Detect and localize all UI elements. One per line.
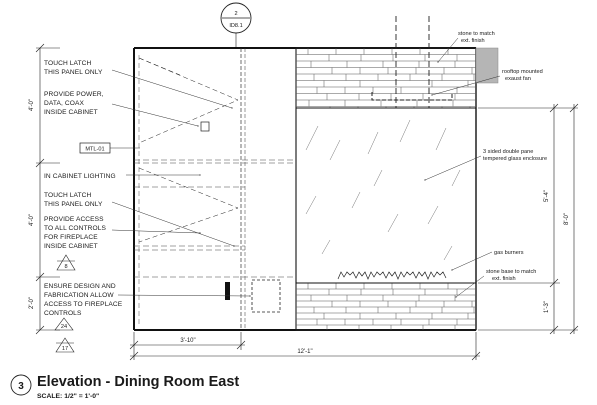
ref-tag-17-shape: [55, 337, 75, 353]
note-ensure-design-l1: ENSURE DESIGN AND: [44, 283, 116, 290]
drawing-title: Elevation - Dining Room East: [37, 374, 239, 390]
ref-tag-24-shape: [54, 317, 74, 331]
dim-right-overall: 8'-0": [564, 213, 570, 225]
note-ensure-design-l4: CONTROLS: [44, 310, 82, 317]
ref-tag-8-shape: [56, 254, 76, 271]
note-ensure-design-l2: FABRICATION ALLOW: [44, 292, 114, 299]
ref-tag-17: 17: [62, 346, 68, 352]
note-provide-power-l2: DATA, COAX: [44, 100, 84, 107]
note-touch-latch-1-l1: TOUCH LATCH: [44, 60, 92, 67]
drawing-number: 3: [18, 381, 24, 392]
ref-tag-24: 24: [61, 324, 67, 330]
right-leaders: [424, 37, 501, 298]
note-provide-power-l3: INSIDE CABINET: [44, 109, 98, 116]
note-provide-access-l2: TO ALL CONTROLS: [44, 225, 106, 232]
stone-cladding-top: [295, 47, 477, 109]
drawing-number-bubble: [10, 374, 32, 396]
section-ref-sheet: ID8.1: [229, 23, 242, 29]
note-rooftop-fan-l1: rooftop mounted: [502, 69, 543, 75]
dim-left-lower: 2'-0": [29, 297, 35, 309]
drawing-scale: SCALE: 1/2" = 1'-0": [37, 393, 99, 400]
gas-burners-flames: [337, 271, 447, 280]
note-stone-base-l2: ext. finish: [492, 276, 516, 282]
note-in-cabinet-lighting: IN CABINET LIGHTING: [44, 173, 116, 180]
note-stone-match-l2: ext. finish: [461, 38, 485, 44]
cabinet-wall: [133, 47, 477, 331]
bottom-dimensions: [129, 332, 481, 361]
note-stone-base-l1: stone base to match: [486, 269, 536, 275]
right-notes: stone to match ext. finish rooftop mount…: [458, 31, 547, 282]
note-gas-burners: gas burners: [494, 250, 524, 256]
stone-base: [295, 282, 477, 331]
left-notes: TOUCH LATCH THIS PANEL ONLY PROVIDE POWE…: [44, 60, 123, 353]
mtl-tag: MTL-01: [85, 147, 104, 153]
note-provide-access-l4: INSIDE CABINET: [44, 243, 98, 250]
dim-right-glass: 5'-4": [544, 190, 550, 202]
drawing-title-block: 3 Elevation - Dining Room East SCALE: 1/…: [10, 374, 239, 400]
left-leaders: [110, 69, 251, 297]
exhaust-fan-block: [475, 47, 499, 84]
note-stone-match-l1: stone to match: [458, 31, 495, 37]
dim-bottom-cabinet: 3'-10": [180, 338, 195, 344]
dim-bottom-overall: 12'-1": [297, 349, 312, 355]
dim-left-middle: 4'-0": [29, 214, 35, 226]
note-provide-access-l1: PROVIDE ACCESS: [44, 216, 104, 223]
right-dimensions: [478, 103, 579, 335]
note-provide-access-l3: FOR FIREPLACE: [44, 234, 98, 241]
note-glass-l2: tempered glass enclosure: [483, 156, 547, 162]
ref-tag-8: 8: [64, 264, 67, 270]
note-touch-latch-1-l2: THIS PANEL ONLY: [44, 69, 103, 76]
note-rooftop-fan-l2: exaust fan: [505, 76, 531, 82]
left-dimensions: [35, 43, 60, 335]
note-glass-l1: 3 sided double pane: [483, 149, 533, 155]
dim-left-upper: 4'-0": [29, 99, 35, 111]
note-provide-power-l1: PROVIDE POWER,: [44, 91, 104, 98]
note-touch-latch-2-l2: THIS PANEL ONLY: [44, 201, 103, 208]
dim-right-base: 1'-3": [544, 301, 550, 313]
flue-lines: [371, 16, 453, 108]
note-ensure-design-l3: ACCESS TO FIREPLACE: [44, 301, 123, 308]
section-ref-number: 2: [234, 11, 237, 17]
note-touch-latch-2-l1: TOUCH LATCH: [44, 192, 92, 199]
glass-enclosure: [295, 107, 477, 284]
section-reference-tag[interactable]: 2 ID8.1: [220, 2, 252, 34]
